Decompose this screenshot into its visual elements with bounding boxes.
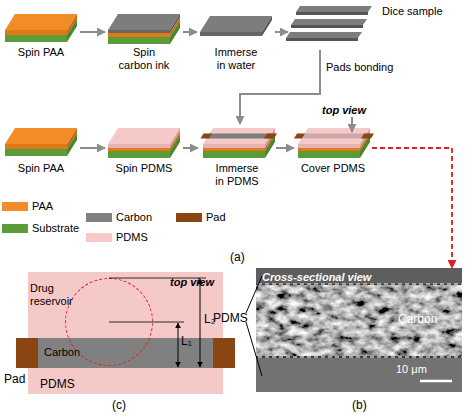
node-caption: Spin PDMS — [109, 162, 179, 175]
scale-bar — [420, 380, 452, 383]
legend-swatch — [2, 202, 28, 211]
sem-background — [256, 268, 462, 392]
legend-text: Substrate — [32, 222, 79, 235]
immersed-slab — [201, 128, 278, 158]
part-label: PDMS — [40, 377, 75, 391]
legend-swatch — [86, 213, 112, 222]
legend-text: PAA — [32, 200, 53, 213]
node-caption: Drug reservoir — [30, 282, 76, 308]
panel-label: (b) — [352, 398, 367, 412]
process-step: Spin PDMS — [105, 124, 183, 194]
node-caption: Spin carbon ink — [116, 46, 172, 72]
view-label: top view — [322, 103, 366, 117]
legend-text: Pad — [206, 211, 226, 224]
process-arrow — [240, 50, 320, 124]
panel-label: (a) — [230, 250, 245, 264]
node-caption: Spin PAA — [6, 46, 76, 59]
process-arrow — [372, 148, 452, 268]
boundary-line — [258, 283, 462, 284]
node-caption: Immerse in PDMS — [212, 162, 262, 188]
strip — [296, 6, 372, 12]
paa-slab — [5, 14, 77, 42]
carbon-film — [200, 16, 272, 36]
pdms-layer — [256, 268, 462, 284]
strip — [296, 12, 368, 15]
pdms-layer — [256, 358, 462, 392]
carbon-slab — [108, 14, 180, 44]
part-label: PDMS — [213, 311, 248, 325]
node-caption: Dice sample — [382, 5, 470, 18]
process-arrow — [183, 31, 197, 33]
process-step: Dice sample — [288, 0, 473, 50]
strip — [291, 19, 367, 25]
process-arrow — [183, 147, 198, 149]
process-arrow — [80, 31, 105, 33]
carbon-band: Carbon — [28, 338, 223, 368]
node-caption: Cross-sectional view — [262, 271, 432, 284]
strip — [286, 38, 358, 41]
leader-line — [246, 276, 262, 313]
extension-line — [109, 278, 206, 279]
legend-swatch — [176, 213, 202, 222]
extension-line — [109, 322, 184, 323]
dimension-line — [178, 323, 179, 367]
connector-group — [80, 32, 452, 268]
process-arrow — [275, 31, 288, 33]
diced-strips — [286, 6, 372, 41]
pad-block — [16, 338, 38, 368]
leader-line — [246, 322, 262, 376]
process-arrow — [276, 147, 294, 149]
legend-text: PDMS — [116, 231, 148, 244]
process-step: Spin PAA — [2, 10, 80, 72]
node-caption: Cover PDMS — [295, 162, 371, 175]
pad-block — [213, 338, 235, 368]
node-caption: Carbon — [44, 346, 104, 359]
node-caption: Spin PAA — [6, 162, 76, 175]
legend-swatch — [2, 224, 28, 233]
node-caption: Immerse in water — [211, 46, 261, 72]
sem-panel: Cross-sectional view — [256, 268, 462, 392]
legend-text: Carbon — [116, 211, 152, 224]
dimension-line — [200, 279, 201, 367]
legend-swatch — [86, 233, 112, 242]
view-arrow — [351, 117, 353, 132]
strip — [286, 32, 362, 38]
pdms-slab — [108, 128, 180, 158]
process-step: Cover PDMS — [294, 124, 372, 194]
paa-slab — [5, 128, 77, 156]
part-label: Carbon — [398, 312, 437, 326]
carbon-texture — [256, 285, 462, 356]
edge-label: Pads bonding — [326, 60, 393, 74]
scale-label: 10 μm — [396, 362, 427, 376]
panel-label: (c) — [112, 398, 126, 412]
dimension-label: L₂ — [204, 312, 215, 326]
dimension-label: L₁ — [181, 334, 192, 348]
process-step: Immerse in PDMS — [198, 124, 276, 194]
process-step: Spin PAA — [2, 124, 80, 194]
process-arrow — [80, 147, 105, 149]
strip — [291, 25, 363, 28]
top-view-panel: top viewCarbonDrug reservoir — [28, 272, 223, 394]
process-step: Immerse in water — [197, 10, 275, 72]
part-label: Pad — [4, 372, 25, 386]
covered-slab — [294, 128, 374, 158]
process-step: Spin carbon ink — [105, 10, 183, 72]
boundary-line — [258, 356, 462, 357]
sem-image — [256, 268, 462, 392]
